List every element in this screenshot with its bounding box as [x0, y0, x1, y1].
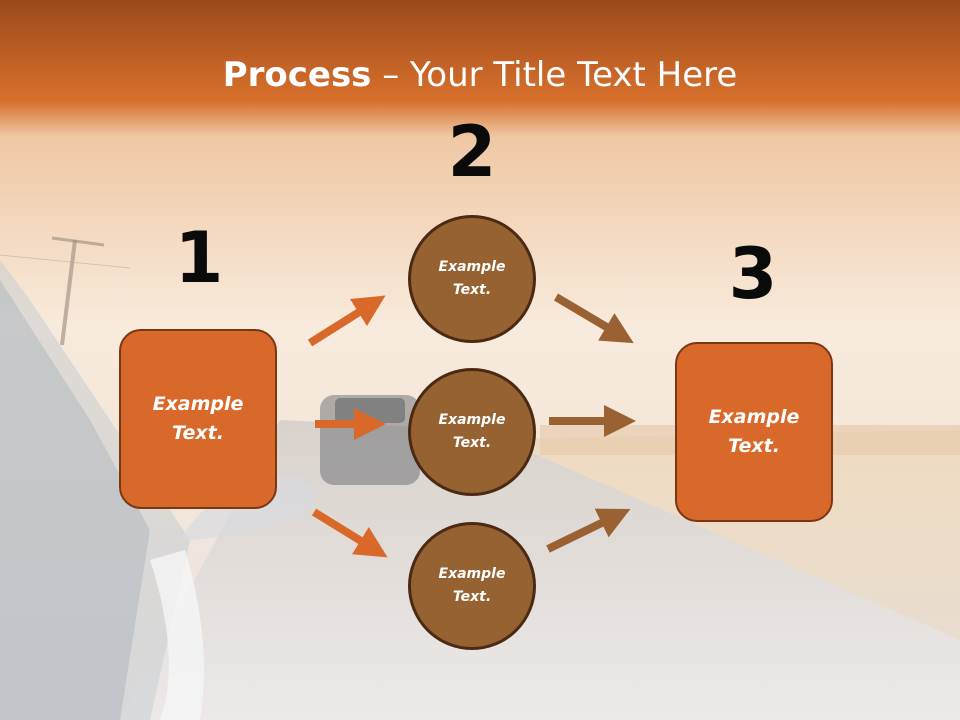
- box-step-1: Example Text.: [119, 329, 277, 509]
- box-step-3-text: Example Text.: [708, 406, 800, 457]
- circle-bottom: Example Text.: [408, 522, 536, 650]
- slide-title: Process – Your Title Text Here: [0, 52, 960, 98]
- circle-top-text: Example Text.: [438, 259, 506, 298]
- circle-bottom-text: Example Text.: [438, 566, 506, 605]
- slide-title-bold: Process: [222, 55, 372, 95]
- box-step-3: Example Text.: [675, 342, 833, 522]
- circle-top: Example Text.: [408, 215, 536, 343]
- box-step-1-text: Example Text.: [152, 393, 244, 444]
- circle-middle-text: Example Text.: [438, 412, 506, 451]
- step-number-1: 1: [174, 217, 224, 299]
- step-number-3: 3: [728, 233, 778, 315]
- slide-title-rest: – Your Title Text Here: [371, 55, 738, 95]
- circle-middle: Example Text.: [408, 368, 536, 496]
- step-number-2: 2: [447, 111, 497, 193]
